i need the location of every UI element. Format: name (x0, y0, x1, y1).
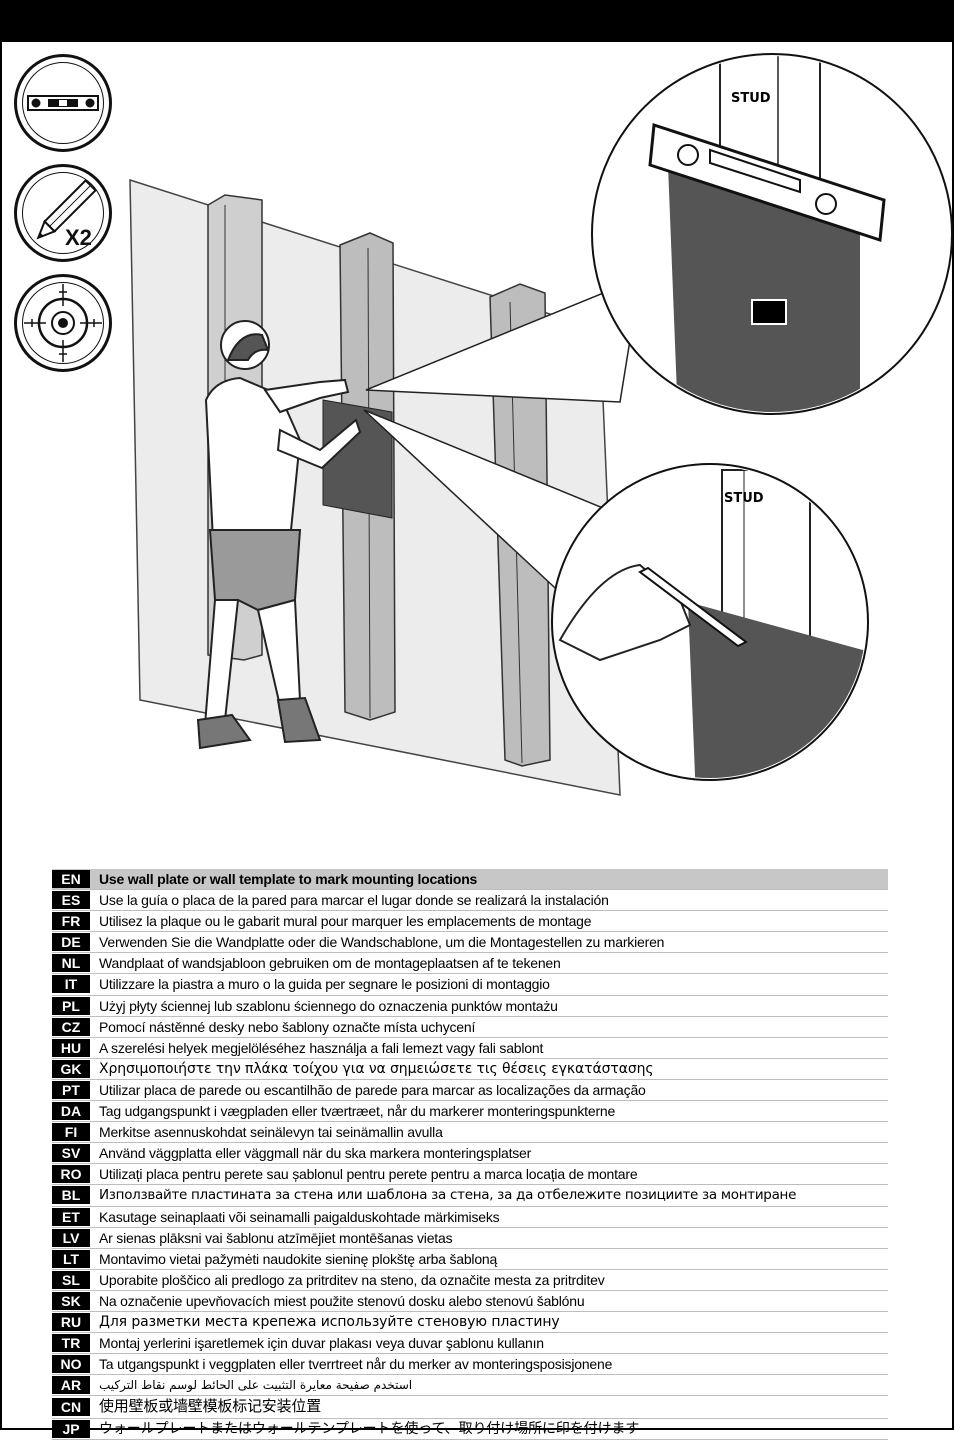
instruction-row: SK Na označenie upevňovacích miest použit… (52, 1291, 888, 1312)
target-crosshair-icon (24, 284, 102, 362)
instruction-text: Tag udgangspunkt i vægpladen eller tvært… (99, 1103, 616, 1120)
language-code: ET (52, 1207, 90, 1226)
instruction-text: Uporabite ploščico ali predlogo za pritr… (99, 1271, 605, 1288)
language-code: FI (52, 1123, 90, 1142)
instruction-table: EN Use wall plate or wall template to mar… (52, 869, 888, 1440)
instruction-row: DA Tag udgangspunkt i vægpladen eller tvæ… (52, 1101, 888, 1123)
instruction-row: ES Use la guía o placa de la pared para m… (52, 890, 888, 912)
language-code: BL (52, 1186, 90, 1205)
instruction-row: DE Verwenden Sie die Wandplatte oder die … (52, 932, 888, 954)
language-code: CZ (52, 1017, 90, 1036)
instruction-row: GK Χρησιμοποιήστε την πλάκα τοίχου για να… (52, 1059, 888, 1080)
instruction-row: NL Wandplaat of wandsjabloon gebruiken om… (52, 953, 888, 975)
language-code: AR (52, 1376, 90, 1395)
instruction-text: Χρησιμοποιήστε την πλάκα τοίχου για να σ… (99, 1060, 654, 1077)
language-code: DA (52, 1102, 90, 1121)
mounting-hole-marker (751, 299, 787, 325)
language-code: TR (52, 1334, 90, 1353)
language-code: DE (52, 933, 90, 952)
language-code: CN (52, 1398, 90, 1417)
instruction-text: ウォールプレートまたはウォールテンプレートを使って、取り付け場所に印を付けます (99, 1421, 640, 1438)
instruction-text: Utilizați placa pentru perete sau șablon… (99, 1166, 638, 1183)
stud-label-top: STUD (731, 91, 771, 106)
mounting-illustration: STUD STUD (129, 53, 953, 796)
instruction-row: IT Utilizzare la piastra a muro o la guid… (52, 974, 888, 996)
instruction-text: Utilizar placa de parede ou escantilhão … (99, 1081, 646, 1098)
pencil-tool-badge: X2 (14, 164, 112, 262)
instruction-row: EN Use wall plate or wall template to mar… (52, 869, 888, 891)
instruction-text: A szerelési helyek megjelöléséhez haszná… (99, 1039, 544, 1056)
language-code: SV (52, 1144, 90, 1163)
language-code: GK (52, 1059, 90, 1078)
level-icon (27, 95, 99, 111)
instruction-row: FR Utilisez la plaque ou le gabarit mural… (52, 911, 888, 933)
instruction-text: Użyj płyty ściennej lub szablonu ścienne… (99, 997, 558, 1014)
language-code: IT (52, 975, 90, 994)
instruction-text: Utilisez la plaque ou le gabarit mural p… (99, 913, 592, 930)
header-bar (0, 0, 954, 42)
instruction-row: ET Kasutage seinaplaati või seinamalli pa… (52, 1207, 888, 1228)
instruction-row: LT Montavimo vietai pažymėti naudokite si… (52, 1249, 888, 1270)
language-code: FR (52, 912, 90, 931)
language-code: PL (52, 996, 90, 1015)
instruction-text: Montaj yerlerini işaretlemek için duvar … (99, 1335, 544, 1352)
stud-label-bottom: STUD (724, 491, 764, 506)
instruction-row: NO Ta utgangspunkt i veggplaten eller tve… (52, 1354, 888, 1376)
language-code: PT (52, 1080, 90, 1099)
instruction-text: Ar sienas plāksni vai šablonu atzīmējiet… (99, 1229, 453, 1246)
language-code: HU (52, 1038, 90, 1057)
instruction-row: AR استخدم صفيحة معايرة التثبيت على الحائط… (52, 1375, 888, 1397)
instruction-text: استخدم صفيحة معايرة التثبيت على الحائط ل… (99, 1378, 413, 1393)
instruction-row: CZ Pomocí nástěnné desky nebo šablony ozn… (52, 1017, 888, 1038)
language-code: RO (52, 1165, 90, 1184)
pencil-tool (638, 566, 748, 648)
instruction-text: Для разметки места крепежа используйте с… (99, 1313, 560, 1330)
instruction-row: HU A szerelési helyek megjelöléséhez hasz… (52, 1038, 888, 1059)
level-detail-callout: STUD (591, 53, 953, 415)
target-tool-badge (14, 274, 112, 372)
language-code: NL (52, 954, 90, 973)
instruction-row: LV Ar sienas plāksni vai šablonu atzīmēji… (52, 1228, 888, 1249)
language-code: LT (52, 1249, 90, 1268)
instruction-row: BL Използвайте пластината за стена или ша… (52, 1185, 888, 1207)
instruction-text: Pomocí nástěnné desky nebo šablony označ… (99, 1018, 476, 1035)
wall-template (322, 399, 393, 519)
instruction-row: PL Użyj płyty ściennej lub szablonu ścien… (52, 996, 888, 1017)
language-code: NO (52, 1355, 90, 1374)
instruction-row: SV Använd väggplatta eller väggmall när d… (52, 1143, 888, 1165)
language-code: SK (52, 1291, 90, 1310)
instruction-text: Verwenden Sie die Wandplatte oder die Wa… (99, 934, 665, 951)
instruction-row: FI Merkitse asennuskohdat seinälevyn tai … (52, 1122, 888, 1144)
language-code: JP (52, 1420, 90, 1439)
instruction-text: Използвайте пластината за стена или шабл… (99, 1187, 797, 1204)
instruction-text: Merkitse asennuskohdat seinälevyn tai se… (99, 1124, 443, 1141)
instruction-text: Kasutage seinaplaati või seinamalli paig… (99, 1208, 500, 1225)
language-code: EN (52, 870, 90, 888)
instruction-row: CN 使用壁板或墙壁模板标记安装位置 (52, 1396, 888, 1420)
instruction-row: TR Montaj yerlerini işaretlemek için duva… (52, 1333, 888, 1355)
instruction-text: Use la guía o placa de la pared para mar… (99, 892, 609, 909)
pencil-icon (36, 179, 97, 240)
instruction-text: Use wall plate or wall template to mark … (99, 871, 478, 887)
instruction-text: Wandplaat of wandsjabloon gebruiken om d… (99, 955, 561, 972)
instruction-row: SL Uporabite ploščico ali predlogo za pri… (52, 1270, 888, 1291)
person-figure (196, 320, 362, 750)
instruction-text: Ta utgangspunkt i veggplaten eller tverr… (99, 1356, 613, 1373)
instruction-row: RU Для разметки места крепежа используйте… (52, 1312, 888, 1334)
language-code: ES (52, 891, 90, 910)
pencil-count: X2 (65, 225, 92, 250)
instruction-text: 使用壁板或墙壁模板标记安装位置 (99, 1397, 322, 1416)
language-code: LV (52, 1228, 90, 1247)
instruction-text: Montavimo vietai pažymėti naudokite sien… (99, 1250, 498, 1267)
instruction-row: RO Utilizați placa pentru perete sau șabl… (52, 1164, 888, 1186)
instruction-row: PT Utilizar placa de parede ou escantilhã… (52, 1080, 888, 1102)
instruction-text: Använd väggplatta eller väggmall när du … (99, 1145, 532, 1162)
level-tool-badge (14, 54, 112, 152)
language-code: RU (52, 1312, 90, 1331)
language-code: SL (52, 1270, 90, 1289)
instruction-text: Utilizzare la piastra a muro o la guida … (99, 976, 550, 993)
instruction-text: Na označenie upevňovacích miest použite … (99, 1292, 585, 1309)
